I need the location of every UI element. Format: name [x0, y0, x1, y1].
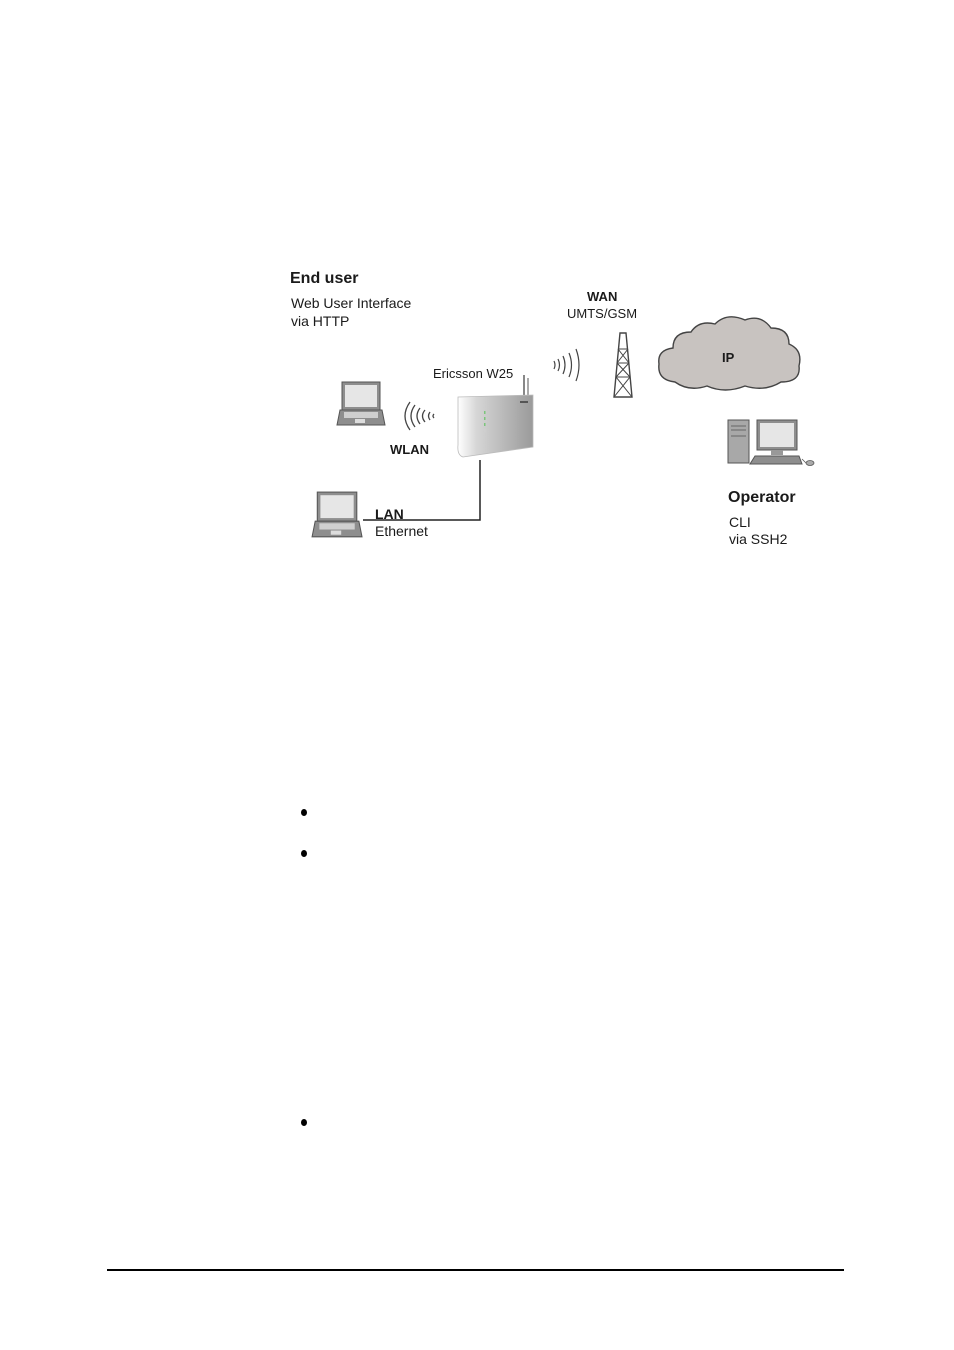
cloud-icon: [658, 316, 801, 391]
network-diagram: End user Web User Interface via HTTP WAN…: [280, 260, 860, 560]
lan-title: LAN: [375, 506, 404, 522]
list-bullet: [301, 850, 307, 857]
lan-subtitle: Ethernet: [375, 523, 428, 539]
desktop-computer-icon: [727, 419, 815, 466]
laptop-icon: [336, 381, 386, 426]
operator-line2: via SSH2: [729, 531, 788, 547]
list-bullet: [301, 1119, 307, 1126]
ethernet-cable: [363, 460, 481, 521]
router-label: Ericsson W25: [433, 366, 514, 381]
laptop-icon: [311, 491, 363, 538]
operator-title: Operator: [728, 489, 796, 506]
wlan-label: WLAN: [390, 442, 429, 457]
wireless-signal-icon: [404, 401, 435, 431]
wan-subtitle: UMTS/GSM: [567, 306, 638, 321]
cloud-label: IP: [722, 350, 735, 365]
wireless-signal-icon: [553, 348, 580, 382]
end-user-line1: Web User Interface: [291, 295, 412, 311]
wan-title: WAN: [587, 289, 618, 304]
footer-divider: [107, 1269, 844, 1271]
router-icon: [457, 375, 534, 458]
end-user-title: End user: [290, 270, 359, 287]
operator-line1: CLI: [729, 514, 751, 530]
end-user-line2: via HTTP: [291, 313, 350, 329]
list-bullet: [301, 809, 307, 816]
radio-tower-icon: [613, 332, 633, 398]
